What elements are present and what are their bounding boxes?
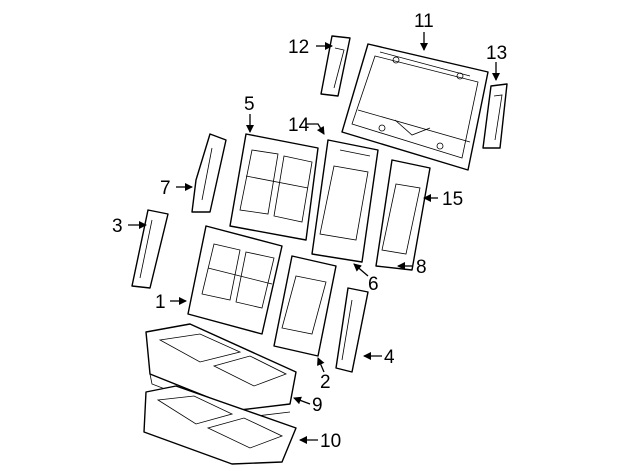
callout-2: 2 xyxy=(320,372,331,393)
callout-4: 4 xyxy=(384,347,395,368)
seat-back-cover-left xyxy=(229,133,319,241)
upper-right-bolster xyxy=(482,83,508,149)
leader-9 xyxy=(293,396,311,405)
callout-3: 3 xyxy=(112,216,123,237)
seat-back-pad xyxy=(187,225,283,335)
callout-10: 10 xyxy=(320,431,341,452)
seat-back-cover-center xyxy=(311,139,379,263)
callout-12: 12 xyxy=(288,37,309,58)
callout-14: 14 xyxy=(288,115,310,136)
callout-8: 8 xyxy=(416,257,427,278)
callout-1: 1 xyxy=(155,292,166,313)
leader-6 xyxy=(353,263,369,277)
callout-9: 9 xyxy=(312,395,323,416)
seat-back-cover-right xyxy=(375,159,431,271)
upper-left-bolster xyxy=(320,35,351,97)
callout-7: 7 xyxy=(160,178,171,199)
callout-5: 5 xyxy=(244,94,255,115)
leader-14 xyxy=(306,123,325,135)
seat-back-center-pad xyxy=(273,255,337,357)
callout-15: 15 xyxy=(442,189,463,210)
callout-6: 6 xyxy=(368,274,379,295)
seat-cushion-pad xyxy=(143,385,297,465)
callout-11: 11 xyxy=(414,11,434,32)
side-bolster-left xyxy=(131,209,169,289)
seat-back-frame xyxy=(341,43,489,171)
callout-13: 13 xyxy=(486,43,507,64)
leader-2 xyxy=(317,357,325,373)
side-bolster-right xyxy=(335,287,369,373)
side-panel-upper xyxy=(191,133,227,213)
